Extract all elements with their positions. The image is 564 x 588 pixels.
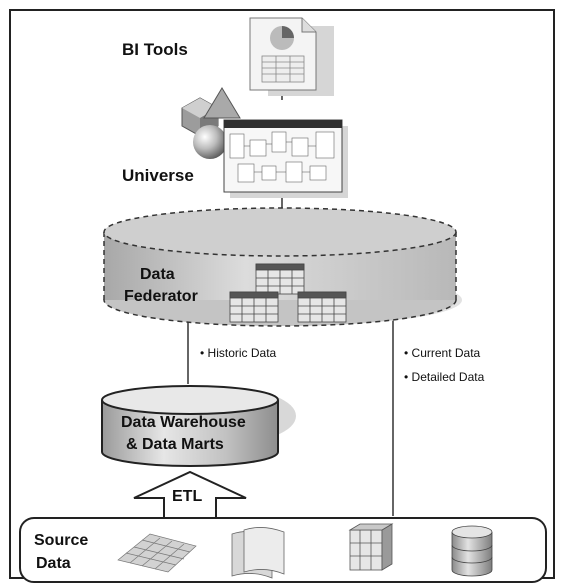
data-warehouse-cylinder <box>101 385 296 467</box>
source-label-line1: Source <box>34 532 89 549</box>
cube-icon <box>348 523 394 571</box>
warehouse-label-line2: & Data Marts <box>126 436 224 453</box>
source-label-line2: Data <box>36 555 71 572</box>
federator-grid-icon <box>229 263 347 323</box>
etl-arrow <box>133 470 247 519</box>
bi-tools-label: BI Tools <box>122 40 188 59</box>
current-data-label: • Current Data <box>404 346 481 360</box>
detailed-data-label: • Detailed Data <box>404 370 485 384</box>
universe-label: Universe <box>122 166 194 185</box>
report-document-icon <box>249 17 334 96</box>
spreadsheet-icon <box>117 533 197 573</box>
database-icon <box>451 525 493 577</box>
universe-window-icon <box>223 119 348 198</box>
federator-label-line1: Data <box>140 266 175 283</box>
universe-shapes-icon <box>181 87 241 159</box>
documents-icon <box>231 527 285 579</box>
warehouse-label-line1: Data Warehouse <box>121 414 246 431</box>
etl-label: ETL <box>172 488 203 505</box>
federator-label-line2: Federator <box>124 288 198 305</box>
historic-data-label: • Historic Data <box>200 346 277 360</box>
